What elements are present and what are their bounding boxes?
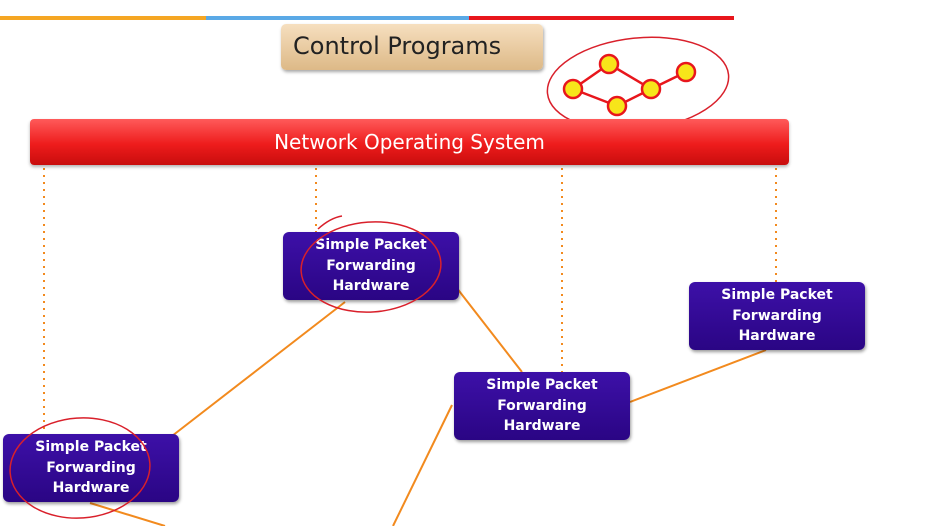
node-line1: Simple Packet — [315, 237, 427, 254]
node-line1: Simple Packet — [486, 377, 598, 394]
forwarding-node-left: Simple Packet Forwarding Hardware — [3, 434, 179, 502]
node-line2: Forwarding — [497, 397, 587, 414]
link-e — [89, 502, 166, 526]
control-programs-label: Control Programs — [293, 32, 502, 60]
node-line2: Forwarding — [46, 459, 136, 476]
accent-bar-orange — [0, 16, 206, 20]
forwarding-node-center: Simple Packet Forwarding Hardware — [454, 372, 630, 440]
network-graph-icon — [562, 53, 697, 117]
link-b — [455, 286, 523, 373]
link-c — [629, 349, 767, 403]
control-programs-box: Control Programs — [281, 24, 543, 70]
node-line3: Hardware — [738, 328, 816, 345]
node-line3: Hardware — [503, 418, 581, 435]
node-line3: Hardware — [332, 278, 410, 295]
accent-bar-red — [469, 16, 734, 20]
node-line3: Hardware — [52, 480, 130, 497]
forwarding-node-right: Simple Packet Forwarding Hardware — [689, 282, 865, 350]
node-line1: Simple Packet — [721, 287, 833, 304]
node-line2: Forwarding — [326, 257, 416, 274]
accent-bar-blue — [206, 16, 469, 20]
network-os-label: Network Operating System — [274, 130, 545, 154]
forwarding-node-top: Simple Packet Forwarding Hardware — [283, 232, 459, 300]
node-line2: Forwarding — [732, 307, 822, 324]
node-line1: Simple Packet — [35, 439, 147, 456]
link-d — [392, 404, 453, 526]
link-a — [171, 301, 346, 437]
network-operating-system-bar: Network Operating System — [30, 119, 789, 165]
